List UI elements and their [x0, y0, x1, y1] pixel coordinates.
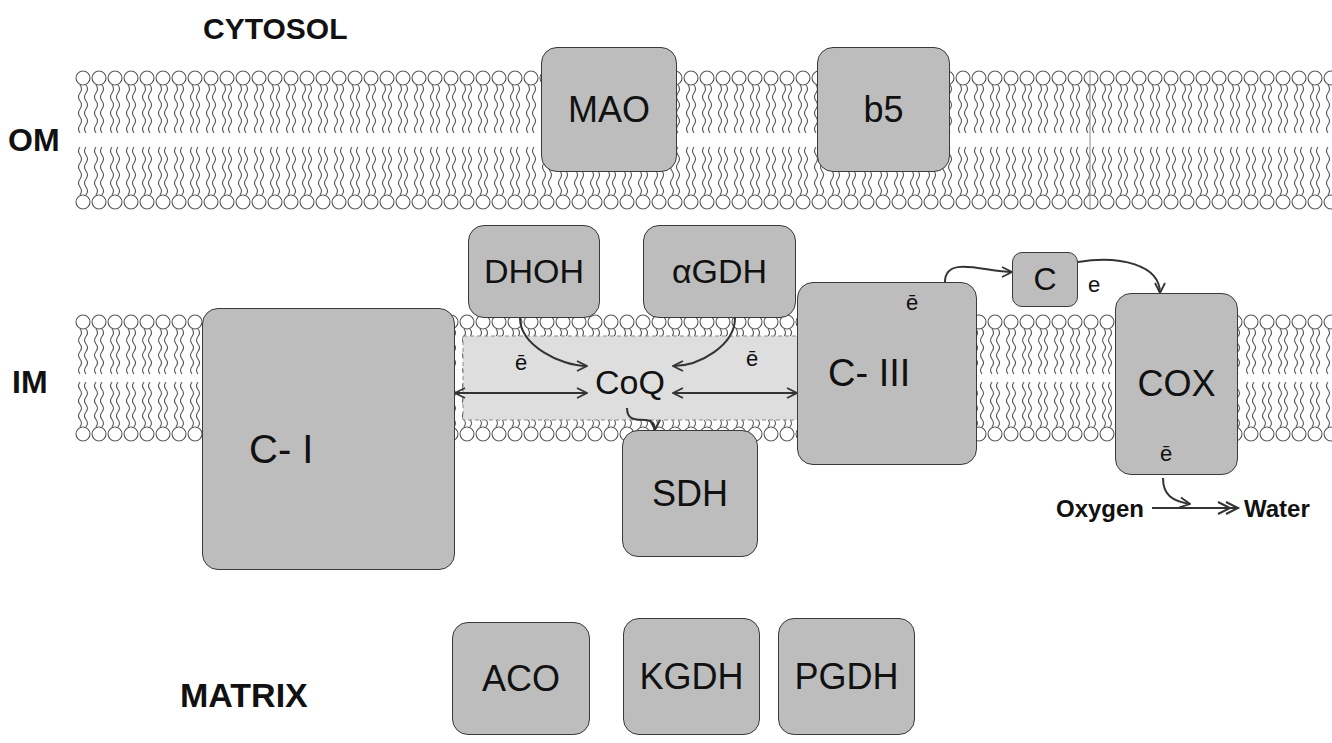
protein-box: SDH	[622, 430, 758, 557]
node-label: KGDH	[639, 656, 743, 697]
complex-box: COX	[1115, 293, 1238, 475]
node-label: b5	[863, 89, 903, 130]
enzyme-box: KGDH	[623, 618, 760, 735]
electron-flow-arrow	[455, 392, 587, 394]
node-label: C- I	[249, 426, 313, 472]
node-label: CoQ	[595, 363, 665, 402]
reaction-arrowhead	[1218, 502, 1238, 514]
node-label: DHOH	[484, 252, 584, 291]
membrane-label: OM	[8, 124, 60, 156]
node-label: ACO	[482, 658, 560, 699]
coenzyme-label-box: CoQ	[587, 358, 673, 408]
cytochrome-box: C	[1012, 252, 1078, 307]
electron-flow-arrow	[673, 392, 797, 394]
complex-box: C- III	[797, 282, 977, 465]
protein-box: MAO	[541, 47, 677, 172]
enzyme-box: ACO	[452, 622, 590, 735]
coq-pool-band	[463, 336, 800, 420]
electron-label: ē	[515, 352, 527, 374]
membrane-label: IM	[12, 366, 48, 398]
electron-label: ē	[906, 292, 918, 314]
region-label: CYTOSOL	[203, 14, 347, 44]
enzyme-box: PGDH	[778, 618, 915, 735]
node-label: SDH	[652, 473, 728, 514]
electron-flow-arrow	[673, 318, 735, 366]
reaction-arrow	[1152, 507, 1238, 509]
region-label: MATRIX	[180, 678, 308, 712]
electron-flow-arrow	[945, 267, 1012, 282]
membrane-seam	[1090, 70, 1091, 210]
molecule-label: Water	[1244, 497, 1310, 521]
outer-membrane	[75, 70, 1332, 210]
electron-flow-arrow	[520, 318, 587, 366]
protein-box: DHOH	[468, 225, 600, 318]
electron-flow-arrow	[627, 408, 655, 430]
electron-label: ē	[1160, 443, 1172, 465]
electron-label: ē	[746, 348, 758, 370]
node-label: C	[1033, 261, 1056, 298]
electron-label: e	[1088, 274, 1100, 296]
complex-box: C- I	[202, 308, 455, 570]
node-label: PGDH	[794, 656, 898, 697]
protein-box: αGDH	[643, 225, 796, 318]
molecule-label: Oxygen	[1056, 497, 1144, 521]
node-label: MAO	[568, 89, 650, 130]
node-label: COX	[1137, 363, 1215, 404]
electron-arrow	[1163, 478, 1190, 504]
node-label: αGDH	[672, 252, 767, 291]
protein-box: b5	[817, 47, 950, 172]
node-label: C- III	[828, 352, 910, 396]
